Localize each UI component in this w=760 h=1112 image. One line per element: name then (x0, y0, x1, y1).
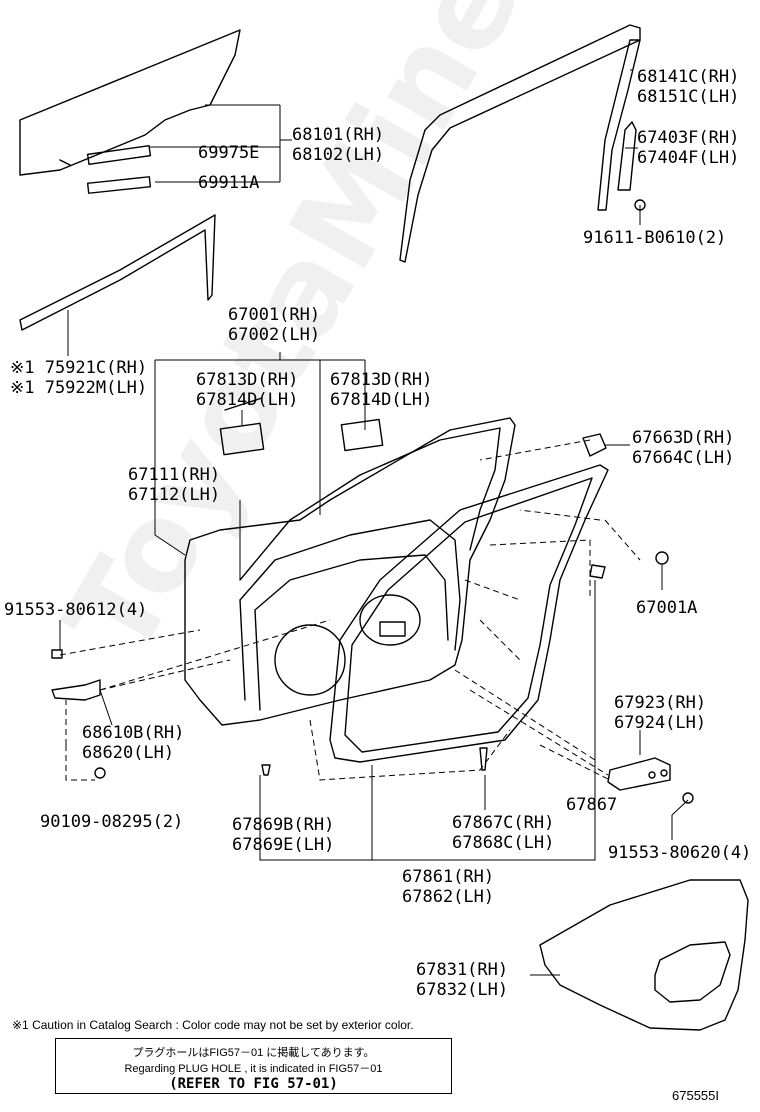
label-90109: 90109-08295(2) (40, 812, 184, 832)
label-75921c: ※1 75921C(RH)※1 75922M(LH) (10, 358, 148, 398)
label-67403f: 67403F(RH)67404F(LH) (637, 128, 740, 168)
reference-line-jp: プラグホールはFIG57－01 に掲載してあります。 (132, 1047, 375, 1059)
figure-number: 675555I (672, 1088, 719, 1103)
reference-line-en: Regarding PLUG HOLE , it is indicated in… (124, 1063, 383, 1075)
label-68101: 68101(RH)68102(LH) (292, 125, 385, 165)
label-67663d: 67663D(RH)67664C(LH) (632, 428, 735, 468)
belt-moulding-drawing (19, 214, 216, 331)
door-glass-drawing (19, 29, 241, 194)
label-69911a: 69911A (198, 173, 260, 193)
dashed-leaders (59, 439, 641, 781)
label-69975e: 69975E (198, 143, 260, 163)
label-67001a: 67001A (636, 598, 698, 618)
label-67923: 67923(RH)67924(LH) (614, 693, 707, 733)
label-68610b: 68610B(RH)68620(LH) (82, 723, 185, 763)
door-trim-panel-drawing (539, 879, 749, 1031)
label-67813d-left: 67813D(RH)67814D(LH) (196, 370, 299, 410)
label-91553-80612: 91553-80612(4) (4, 600, 148, 620)
label-91611: 91611-B0610(2) (583, 228, 727, 248)
weatherstrip-drawing (329, 464, 609, 763)
label-67867c: 67867C(RH)67868C(LH) (452, 813, 555, 853)
label-91553-80620: 91553-80620(4) (608, 843, 752, 863)
fasteners-drawing (261, 433, 694, 804)
label-67813d-right: 67813D(RH)67814D(LH) (330, 370, 433, 410)
label-67831: 67831(RH)67832(LH) (416, 960, 509, 1000)
reference-box: プラグホールはFIG57－01 に掲載してあります。 Regarding PLU… (55, 1038, 452, 1094)
label-67869b: 67869B(RH)67869E(LH) (232, 815, 335, 855)
label-67111: 67111(RH)67112(LH) (128, 465, 221, 505)
hinge-drawing (51, 649, 106, 779)
footnote: ※1 Caution in Catalog Search : Color cod… (12, 1018, 414, 1032)
label-67001: 67001(RH)67002(LH) (228, 305, 321, 345)
label-67867: 67867 (566, 795, 618, 815)
trim-bracket-drawing (607, 757, 671, 791)
label-67861: 67861(RH)67862(LH) (402, 867, 495, 907)
label-68141c: 68141C(RH)68151C(LH) (637, 67, 740, 107)
leader-lines (59, 69, 689, 976)
reference-fig: (REFER TO FIG 57-01) (169, 1076, 338, 1092)
